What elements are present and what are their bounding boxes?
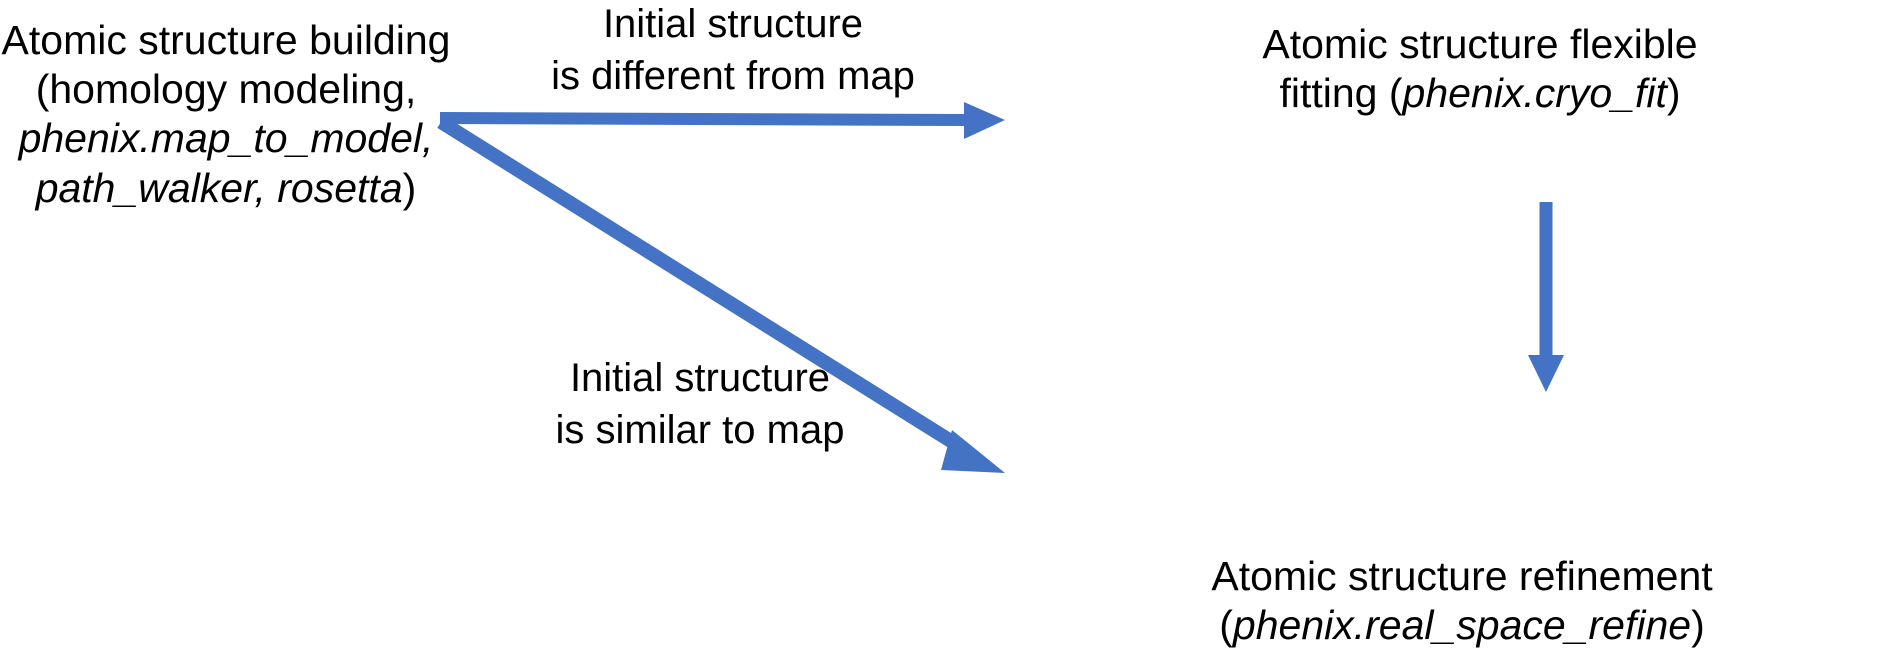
node-line: Atomic structure flexible — [1262, 21, 1698, 67]
edge-label-initial-structure-is-similar-to-map: Initial structure is similar to map — [500, 352, 900, 456]
arrow-to-flexible-fitting — [439, 102, 1005, 139]
node-atomic-structure-building: Atomic structure building (homology mode… — [0, 16, 452, 213]
arrow-fitting-to-refinement — [1528, 202, 1564, 392]
edge-label-line: Initial structure — [569, 356, 831, 400]
node-atomic-structure-flexible-fitting: Atomic structure flexible fitting (pheni… — [1080, 20, 1880, 118]
edge-label-initial-structure-is-different-from-map: Initial structure is different from map — [500, 0, 966, 102]
edge-label-line: Initial structure — [602, 2, 864, 46]
node-line: fitting (phenix.cryo_fit) — [1279, 70, 1681, 117]
node-line: Atomic structure refinement — [1211, 553, 1713, 599]
edge-label-line: is different from map — [551, 54, 915, 98]
edge-label-line: is similar to map — [555, 408, 845, 452]
node-atomic-structure-refinement: Atomic structure refinement (phenix.real… — [1040, 552, 1884, 650]
node-line: (phenix.real_space_refine) — [1219, 602, 1705, 649]
node-line: (homology modeling, — [35, 66, 417, 113]
node-line: Atomic structure building — [1, 17, 451, 63]
node-line: phenix.map_to_model, — [18, 115, 434, 162]
node-line: path_walker, rosetta) — [35, 164, 417, 211]
